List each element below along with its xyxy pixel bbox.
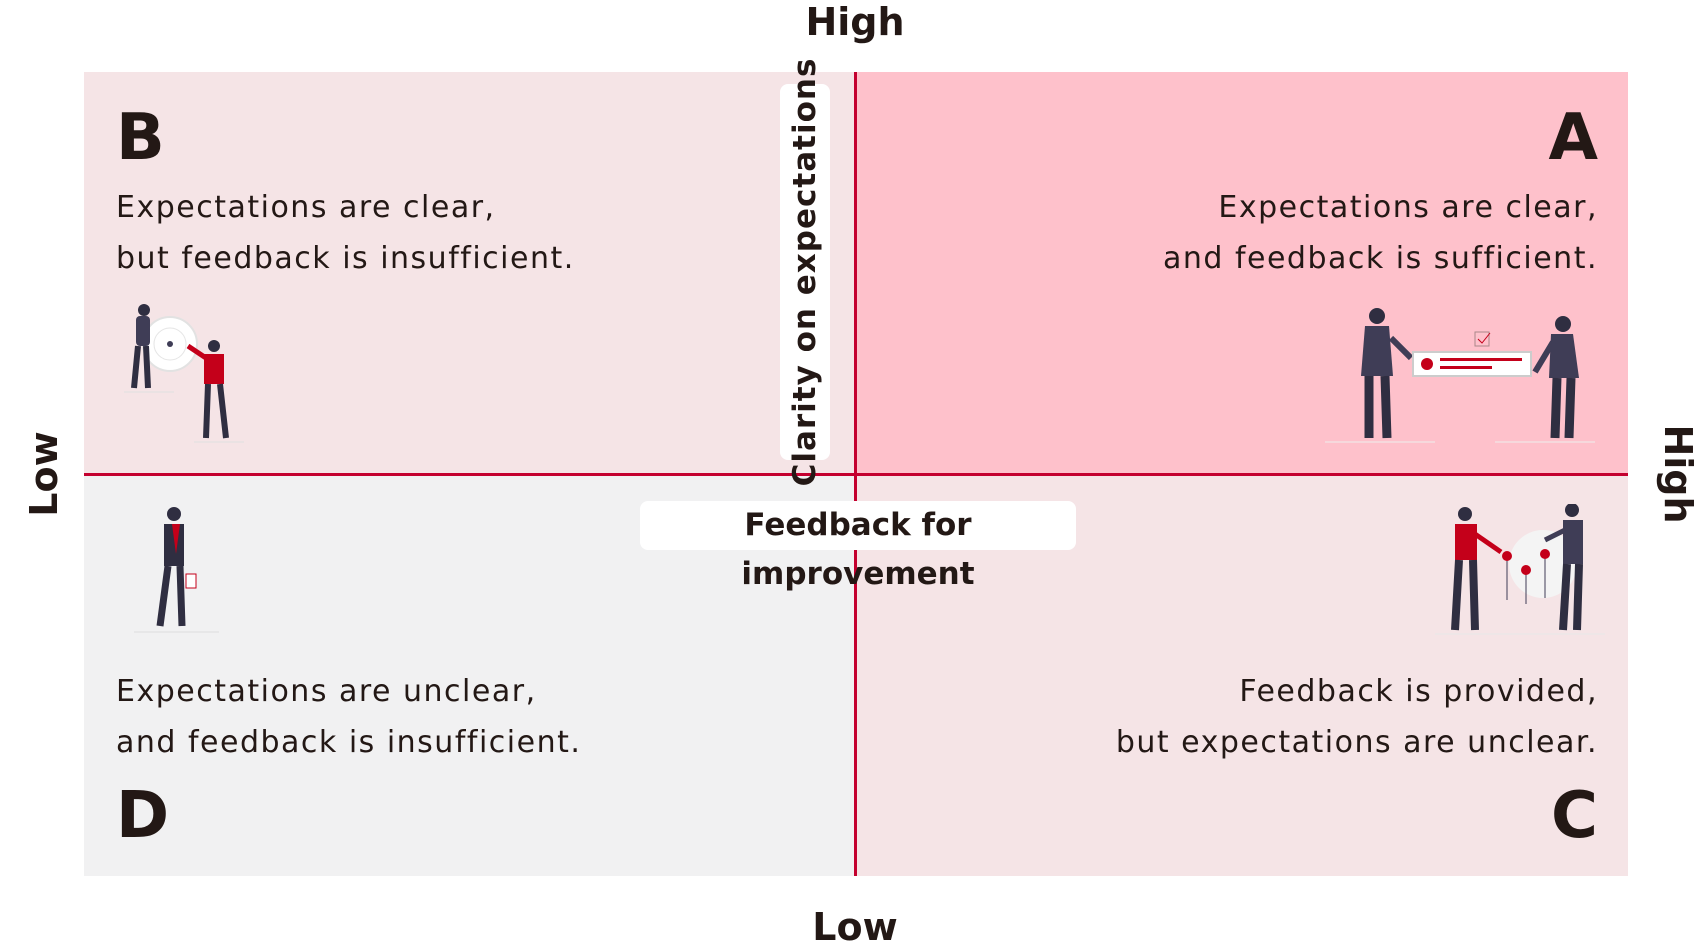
desc-line: and feedback is insufficient. [116,725,582,760]
quadrant-a: A Expectations are clear, and feedback i… [855,72,1628,474]
feedback-board-people-illustration [1325,308,1595,443]
y-axis-title-text: Clarity on expectations [787,57,823,487]
quadrant-a-letter: A [1548,101,1598,175]
desc-line: Expectations are clear, [116,190,496,225]
x-axis-title: Feedback for improvement [640,501,1076,592]
horizontal-axis-line [84,473,1628,476]
y-axis-high-label: High [805,0,905,44]
desc-line: but expectations are unclear. [1115,725,1598,760]
walking-person-illustration [134,507,219,633]
y-axis-title: Clarity on expectations [780,58,830,486]
pin-chart-people-illustration [1435,504,1605,635]
quadrant-c-description: Feedback is provided, but expectations a… [1116,666,1598,768]
desc-line: Expectations are clear, [1218,190,1598,225]
desc-line: but feedback is insufficient. [116,241,575,276]
quadrant-c-letter: C [1551,779,1598,853]
desc-line: and feedback is sufficient. [1162,241,1598,276]
quadrant-b: B Expectations are clear, but feedback i… [84,72,855,474]
quadrant-a-description: Expectations are clear, and feedback is … [1163,182,1598,284]
x-axis-high-label: High [1656,424,1700,524]
quadrant-b-letter: B [116,101,165,175]
quadrant-d-description: Expectations are unclear, and feedback i… [116,666,581,768]
quadrant-b-description: Expectations are clear, but feedback is … [116,182,575,284]
x-axis-low-label: Low [22,431,66,517]
desc-line: Feedback is provided, [1239,674,1598,709]
dartboard-people-illustration [124,304,244,443]
quadrant-d-letter: D [116,779,170,853]
desc-line: Expectations are unclear, [116,674,537,709]
y-axis-low-label: Low [812,905,898,949]
